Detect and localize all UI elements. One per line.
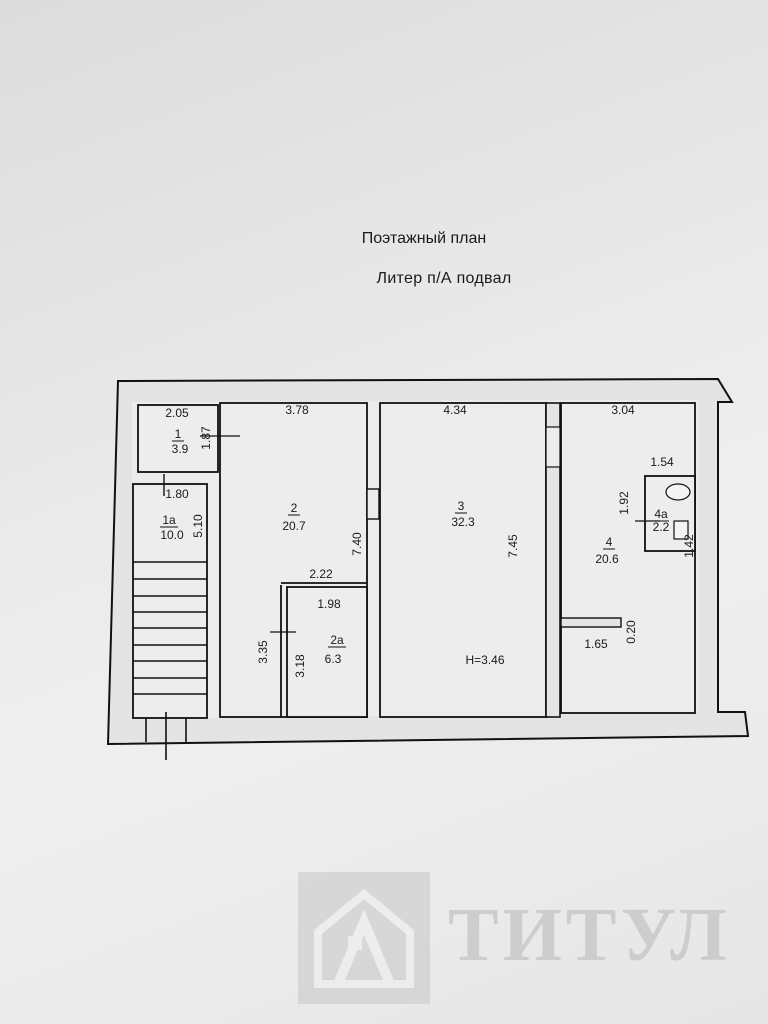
room-4-area: 20.6 <box>595 552 619 566</box>
plan-title: Поэтажный план <box>361 230 487 247</box>
room-2a <box>286 586 368 718</box>
dim-5-10: 5.10 <box>191 514 205 538</box>
stairs <box>133 561 207 695</box>
room-4-number: 4 <box>606 535 613 549</box>
room-1-number: 1 <box>175 427 182 441</box>
dim-1-98: 1.98 <box>317 597 341 611</box>
dim-4-34: 4.34 <box>443 403 467 417</box>
room-4 <box>560 402 696 714</box>
opening-2-3 <box>366 488 380 520</box>
watermark-text: ТИТУЛ <box>448 893 731 977</box>
dim-1-54: 1.54 <box>650 455 674 469</box>
dim-1-65: 1.65 <box>584 637 608 651</box>
room-3 <box>379 402 547 718</box>
dim-3-78: 3.78 <box>285 403 309 417</box>
dim-3-04: 3.04 <box>611 403 635 417</box>
room-4a-area: 2.2 <box>653 520 670 534</box>
room-4a-number: 4а <box>654 507 668 521</box>
dim-1-92: 1.92 <box>617 491 631 515</box>
column-3-4 <box>545 402 561 718</box>
room-1a-area: 10.0 <box>160 528 184 542</box>
dim-1-42: 1.42 <box>682 534 696 558</box>
toilet-icon <box>665 483 691 501</box>
dim-7-40: 7.40 <box>350 532 364 556</box>
dim-3-18: 3.18 <box>293 654 307 678</box>
room-3-area: 32.3 <box>451 515 475 529</box>
room-2-area: 20.7 <box>282 519 306 533</box>
room-1a-number: 1а <box>162 513 176 527</box>
ceiling-height: H=3.46 <box>465 653 504 667</box>
column-door <box>545 426 561 468</box>
dim-1-80: 1.80 <box>165 487 189 501</box>
dim-0-20: 0.20 <box>624 620 638 644</box>
dim-2-22: 2.22 <box>309 567 333 581</box>
room-1-area: 3.9 <box>172 442 189 456</box>
room-2a-number: 2а <box>330 633 344 647</box>
dim-2-05: 2.05 <box>165 406 189 420</box>
plan-subtitle: Литер п/А подвал <box>376 270 512 287</box>
sink-icon <box>673 520 689 540</box>
room-2-number: 2 <box>291 501 298 515</box>
dim-3-35: 3.35 <box>256 640 270 664</box>
dim-1-87: 1.87 <box>199 426 213 450</box>
room-3-number: 3 <box>458 499 465 513</box>
room-2a-area: 6.3 <box>325 652 342 666</box>
dim-7-45: 7.45 <box>506 534 520 558</box>
room-1a <box>132 483 208 719</box>
room-1 <box>137 404 219 473</box>
titul-logo-icon <box>298 872 430 1004</box>
partition-4 <box>560 617 622 628</box>
entrance <box>145 712 187 760</box>
